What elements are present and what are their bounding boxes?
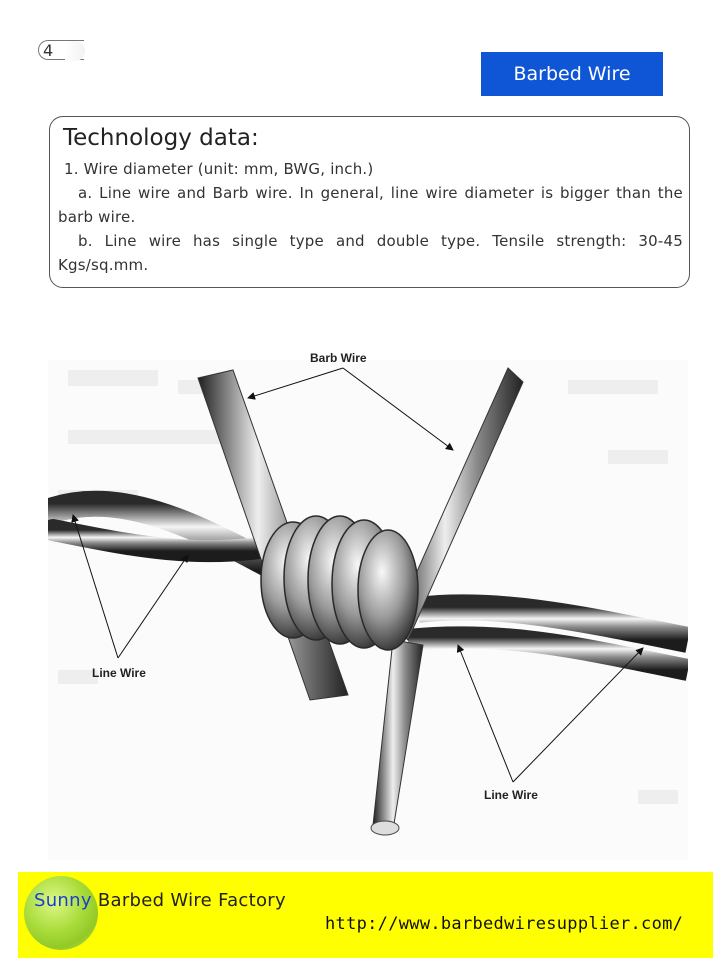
label-line-wire-left: Line Wire (92, 666, 146, 680)
footer-banner: Sunny Barbed Wire Factory http://www.bar… (18, 872, 713, 958)
sunny-logo-icon (24, 876, 98, 950)
brand-rest: Barbed Wire Factory (97, 890, 286, 911)
barbed-wire-diagram: Barb Wire Line Wire Line Wire (48, 351, 688, 860)
label-barb-wire: Barb Wire (310, 351, 367, 365)
page-number: 4 (38, 40, 85, 61)
brand-first-word: Sunny (34, 890, 92, 911)
website-link[interactable]: http://www.barbedwiresupplier.com/ (325, 914, 684, 934)
section-tag: Barbed Wire (481, 52, 663, 96)
technology-item-1: 1. Wire diameter (unit: mm, BWG, inch.) (64, 160, 374, 178)
technology-item-b: b. Line wire has single type and double … (58, 232, 683, 274)
technology-data-box: Technology data: 1. Wire diameter (unit:… (49, 116, 690, 288)
brand-name: Sunny Barbed Wire Factory (34, 890, 286, 911)
label-line-wire-right: Line Wire (484, 788, 538, 802)
technology-item-a: a. Line wire and Barb wire. In general, … (58, 184, 683, 226)
technology-title: Technology data: (63, 125, 259, 151)
